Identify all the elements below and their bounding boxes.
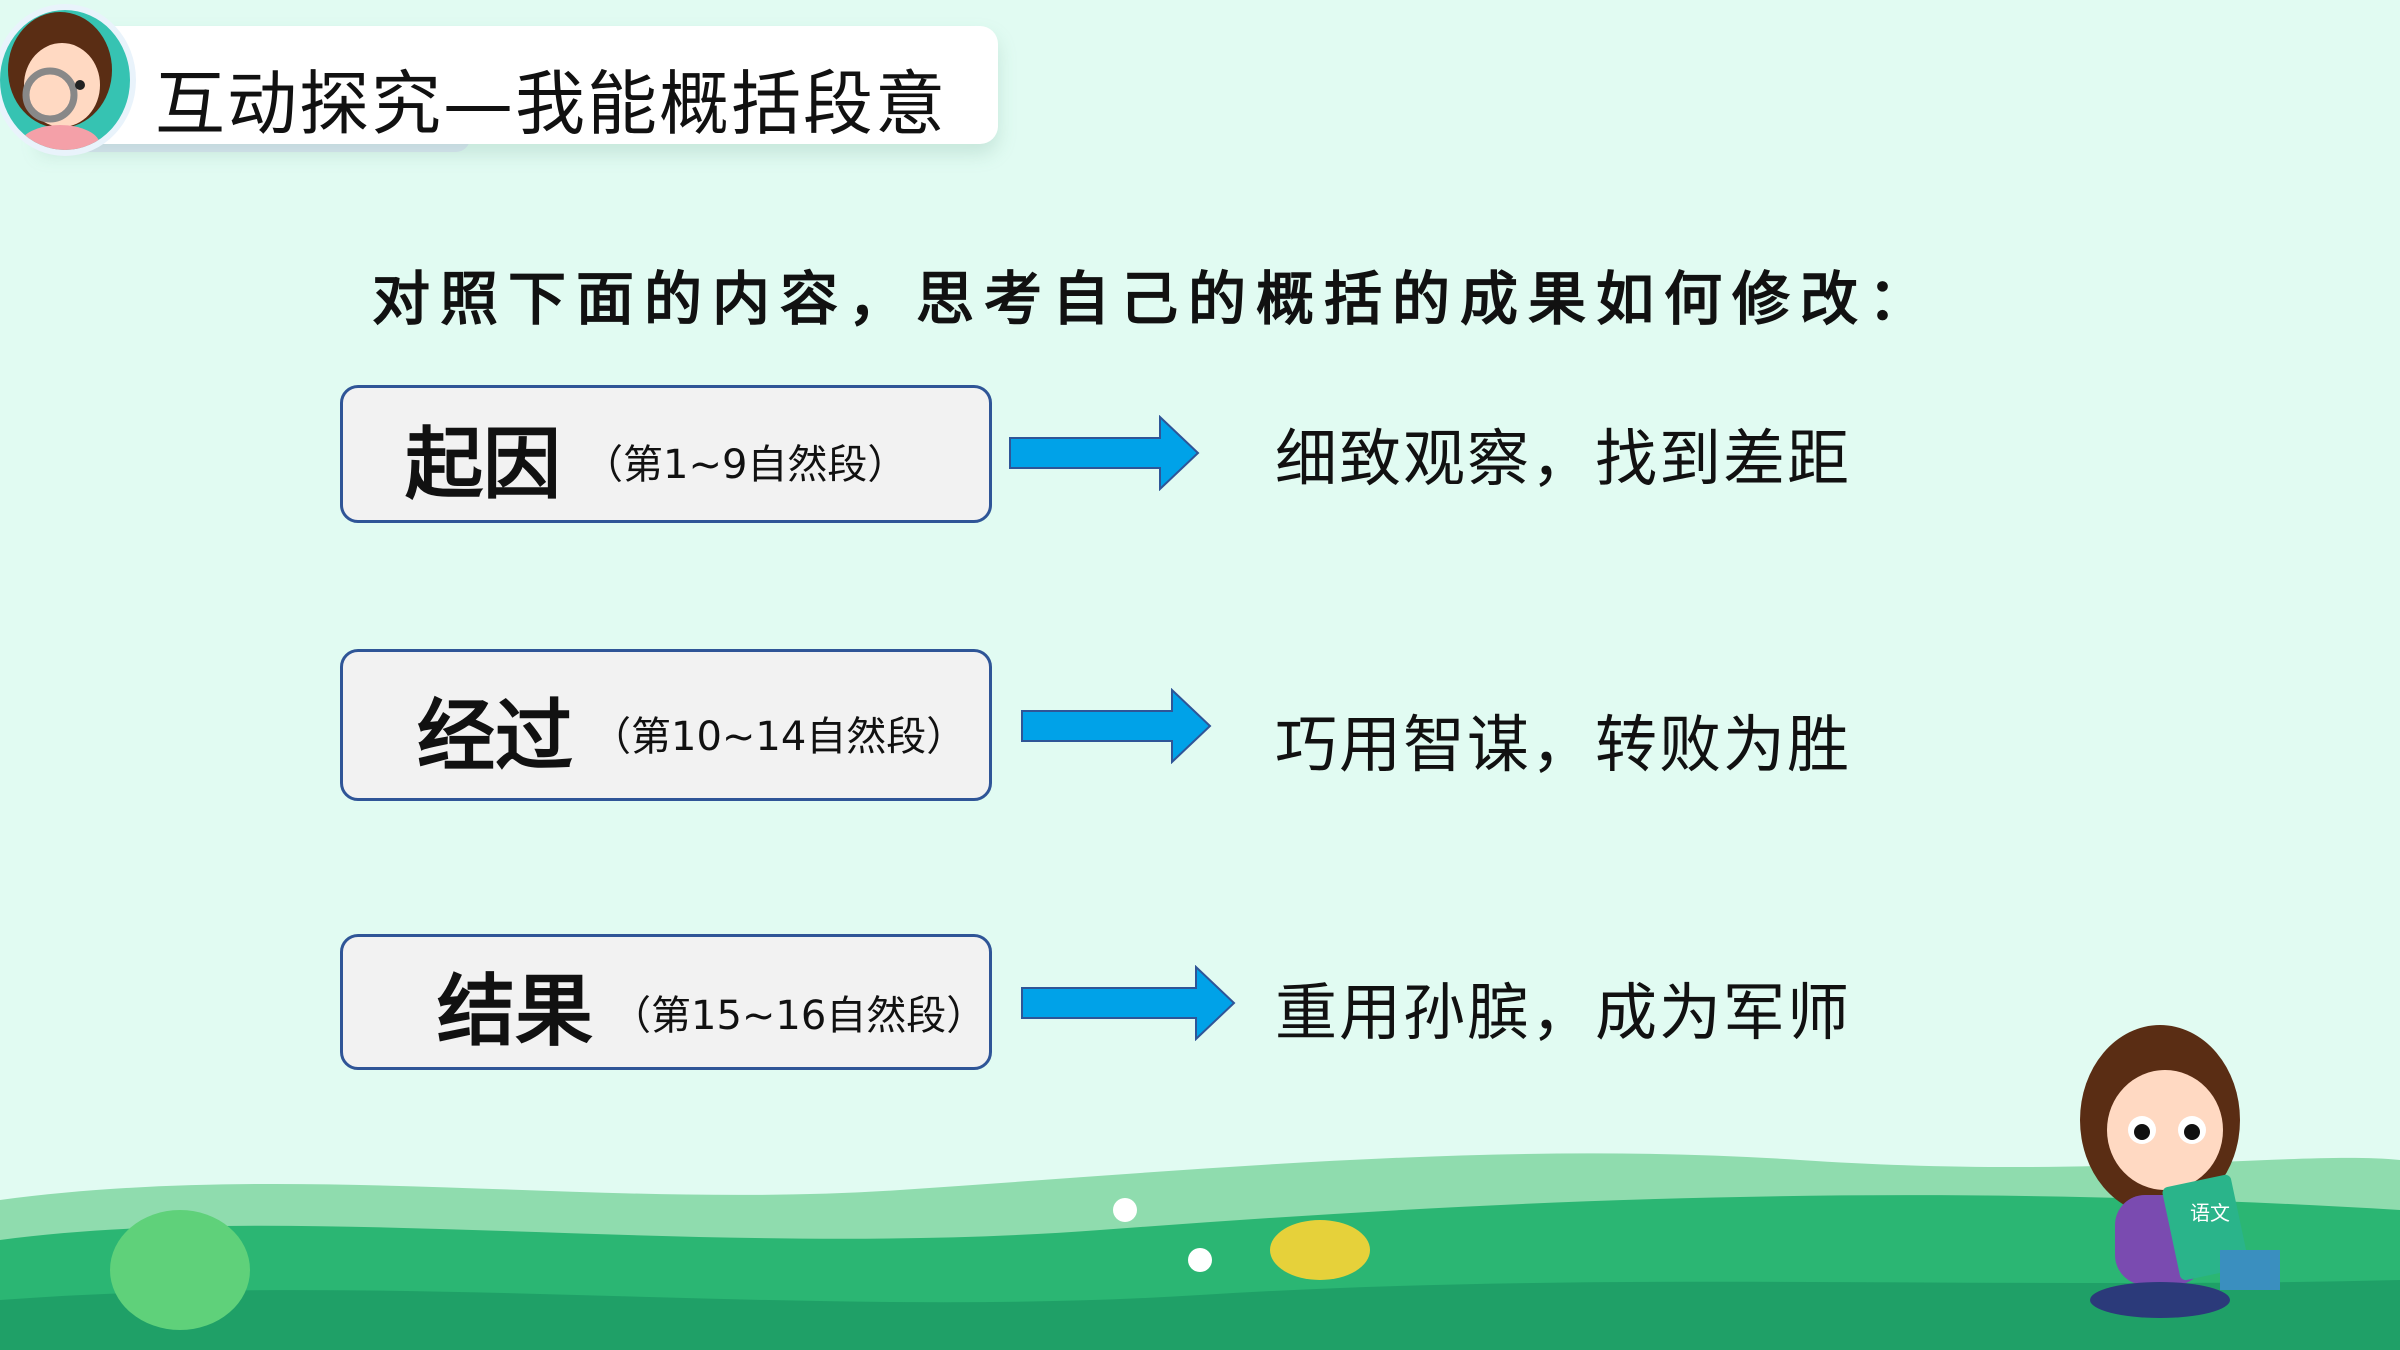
girl-reading-book-illustration: 语文 (2080, 1025, 2280, 1318)
right-arrow-icon (1021, 965, 1236, 1041)
row-range: （第10~14自然段） (591, 714, 967, 760)
grass-hills-decoration (0, 1153, 2400, 1350)
summary-text: 重用孙膑，成为军师 (1275, 976, 1852, 1049)
summary-text: 细致观察，找到差距 (1275, 422, 1852, 495)
row-box-cause: 起因 （第1~9自然段） (340, 385, 992, 523)
right-arrow-icon (1021, 688, 1212, 764)
summary-text: 巧用智谋，转败为胜 (1275, 708, 1852, 781)
row-box-process: 经过 （第10~14自然段） (340, 649, 992, 801)
row-range: （第15~16自然段） (611, 993, 987, 1039)
page-title: 互动探究—我能概括段意 (155, 63, 947, 145)
book-label: 语文 (2190, 1201, 2230, 1225)
row-label: 经过 (417, 692, 574, 782)
girl-magnifier-avatar (0, 4, 136, 156)
row-label: 结果 (437, 967, 594, 1057)
row-range: （第1~9自然段） (583, 442, 908, 488)
row-label: 起因 (405, 420, 562, 510)
row-box-result: 结果 （第15~16自然段） (340, 934, 992, 1070)
title-banner (40, 26, 998, 144)
instruction-text: 对照下面的内容，思考自己的概括的成果如何修改： (372, 265, 1937, 333)
right-arrow-icon (1009, 415, 1200, 491)
girl-magnifier-icon (8, 12, 112, 150)
